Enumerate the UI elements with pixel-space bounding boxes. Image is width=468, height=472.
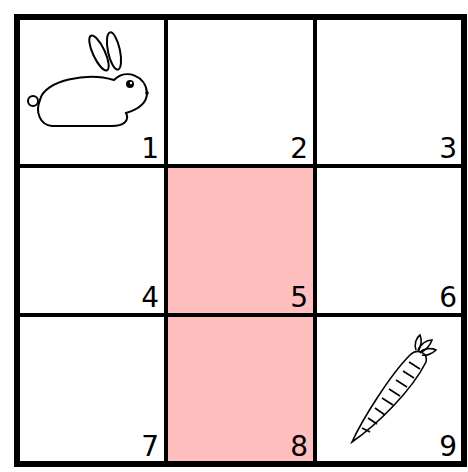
grid-line bbox=[17, 164, 464, 168]
cell-number: 6 bbox=[439, 284, 457, 315]
cell-number: 7 bbox=[141, 433, 159, 464]
cell-fill bbox=[315, 166, 464, 315]
carrot-figure bbox=[352, 335, 436, 442]
grid-cell: 9 bbox=[315, 315, 464, 464]
grid-line bbox=[164, 17, 168, 464]
cell-fill bbox=[17, 315, 166, 464]
cell-fill bbox=[315, 17, 464, 166]
cell-fill bbox=[17, 166, 166, 315]
cell-number: 4 bbox=[141, 284, 159, 315]
cell-number: 2 bbox=[290, 135, 308, 166]
grid-cell: 1 bbox=[17, 17, 166, 166]
cell-fill bbox=[166, 166, 315, 315]
cell-number: 1 bbox=[141, 135, 159, 166]
grid-cell: 7 bbox=[17, 315, 166, 464]
cell-number: 8 bbox=[290, 433, 308, 464]
grid-cell: 5 bbox=[166, 166, 315, 315]
grid-cell: 6 bbox=[315, 166, 464, 315]
grid-line bbox=[17, 313, 464, 317]
cell-number: 9 bbox=[439, 433, 457, 464]
cell-fill bbox=[17, 17, 166, 166]
grid-border bbox=[17, 17, 464, 464]
rabbit-figure bbox=[28, 31, 149, 126]
cell-fill bbox=[315, 315, 464, 464]
cell-number: 3 bbox=[439, 135, 457, 166]
cell-number: 5 bbox=[290, 284, 308, 315]
grid-cell: 3 bbox=[315, 17, 464, 166]
grid-cell: 2 bbox=[166, 17, 315, 166]
grid-cell: 4 bbox=[17, 166, 166, 315]
cell-fill bbox=[166, 315, 315, 464]
grid-line bbox=[313, 17, 317, 464]
cell-fill bbox=[166, 17, 315, 166]
grid-cell: 8 bbox=[166, 315, 315, 464]
